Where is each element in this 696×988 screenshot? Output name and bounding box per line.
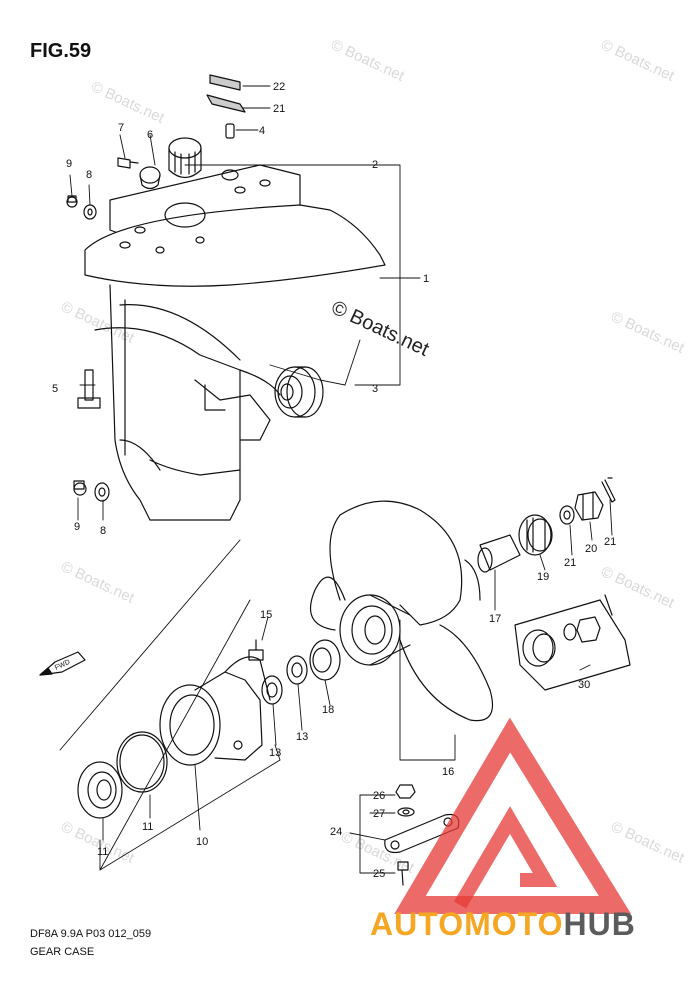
logo-part-1: AUTOMOTO [370,906,564,942]
callout-20: 21 [564,557,576,569]
fwd-arrow [39,651,86,676]
callout-23: 22 [273,81,285,93]
part-26-nut [395,784,416,799]
automotohub-logo-text: AUTOMOTOHUB [370,906,636,943]
watermark: © Boats.net [608,308,687,357]
part-15-propeller [310,500,494,722]
part-18-washer [518,514,553,556]
watermark: © Boats.net [88,78,167,127]
watermark-center: © Boats.net [328,297,433,361]
part-8-washer-lower [94,482,110,502]
part-13-seal-a [261,675,283,705]
watermark: © Boats.net [608,818,687,867]
part-27-washer [397,807,415,817]
callout-25: 25 [373,868,385,880]
part-22-anode [206,94,246,113]
callout-8-top: 8 [86,169,92,181]
part-21-cotter-pin [601,477,616,503]
part-6-collar [139,166,161,190]
callout-11: 11 [97,846,108,858]
leader-lines [59,85,613,874]
gear-case-housing [84,164,386,521]
figure-name: GEAR CASE [30,946,95,958]
part-13-seal-b [286,655,308,685]
callout-10: 10 [196,836,208,848]
callout-3: 3 [372,383,378,395]
part-3-seal [274,366,324,418]
callout-13-b: 13 [296,731,308,743]
part-5-bolt [77,369,101,409]
callout-17: 18 [322,704,334,716]
callout-27: 27 [373,808,385,820]
part-17-bearing [309,639,341,681]
watermark: © Boats.net [58,818,137,867]
callout-30: 30 [578,679,590,691]
watermark: © Boats.net [58,558,137,607]
part-11-bearing [77,761,123,819]
callout-9-top: 9 [66,158,72,170]
automotohub-logo-mark [394,717,632,914]
part-12-o-ring [116,731,168,793]
watermark: © Boats.net [598,36,677,85]
callout-18: 19 [537,571,549,583]
logo-part-2: HUB [563,906,636,942]
watermark: © Boats.net [328,36,407,85]
figure-title: FIG.59 [30,40,92,62]
callout-13-a: 13 [269,747,281,759]
part-9-bolt-lower [73,480,87,496]
part-4-pin [225,123,235,139]
callout-9-lower: 9 [74,521,80,533]
part-8-washer-top [83,204,97,220]
callout-26: 26 [373,790,385,802]
callout-24: 24 [330,826,342,838]
figure-code: DF8A 9.9A P03 012_059 [30,928,152,940]
part-7-bolt [117,157,139,169]
part-30-kit [514,594,631,691]
callout-4: 4 [259,125,265,137]
part-16-spacer [477,534,521,573]
callout-7: 7 [118,122,124,134]
part-20-washer [559,505,575,525]
callout-numbers: 22 21 4 2 1 3 7 6 9 8 5 9 8 15 17 19 21 … [52,81,616,880]
callout-1: 1 [423,273,429,285]
callout-5: 5 [52,383,58,395]
callout-12: 11 [142,821,153,833]
part-9-bolt-top [66,195,78,208]
callout-22: 21 [273,103,285,115]
callout-19: 20 [585,543,597,555]
part-6-bearing [168,137,202,179]
part-14-bolt [248,639,264,661]
callout-16: 17 [489,613,501,625]
part-19-nut [574,491,604,521]
callout-14: 15 [260,609,272,621]
watermark: © Boats.net [58,298,137,347]
callout-8-lower: 8 [100,525,106,537]
callout-6: 6 [147,129,153,141]
part-10-bearing-housing [159,656,271,766]
callout-21: 21 [604,536,616,548]
callout-15: 16 [442,766,454,778]
part-25-screw [397,861,409,886]
part-23-anode [209,74,241,91]
watermark: © Boats.net [598,563,677,612]
callout-2: 2 [372,159,378,171]
